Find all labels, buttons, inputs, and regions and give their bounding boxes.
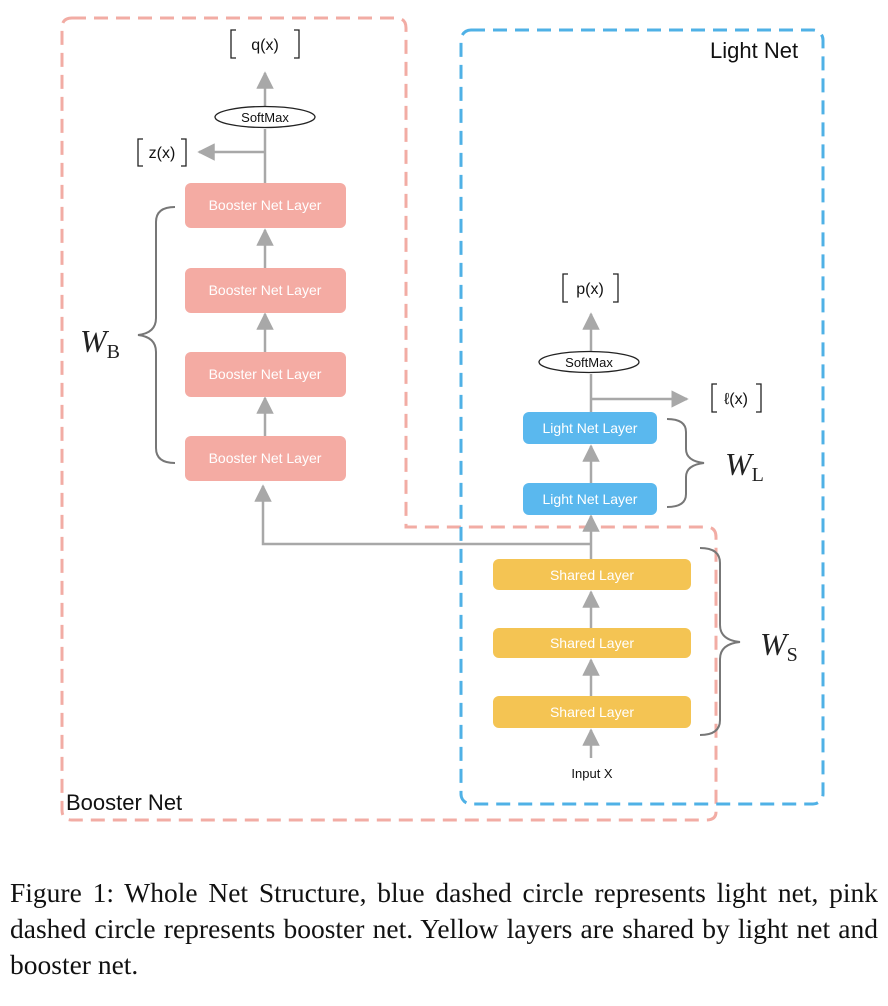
booster-layer: Booster Net Layer: [185, 436, 346, 481]
p-output: p(x): [562, 273, 619, 303]
light-layer-label: Light Net Layer: [543, 420, 638, 436]
booster-layer: Booster Net Layer: [185, 352, 346, 397]
q-output-text: q(x): [251, 37, 279, 54]
weight-symbol: W: [760, 626, 790, 662]
booster-layer-label: Booster Net Layer: [209, 197, 322, 213]
shared-weight-label: WS: [760, 626, 798, 666]
q-output: q(x): [230, 29, 300, 59]
light-weight-label: WL: [725, 446, 764, 486]
booster-softmax-text: SoftMax: [241, 110, 289, 125]
light-weight-brace: [666, 418, 705, 508]
light-net-region: [459, 28, 825, 806]
shared-layer-label: Shared Layer: [550, 567, 634, 583]
booster-softmax: SoftMax: [214, 105, 316, 129]
z-output-text: z(x): [149, 145, 176, 162]
shared-layer: Shared Layer: [493, 628, 691, 658]
booster-layer-label: Booster Net Layer: [209, 366, 322, 382]
booster-layer: Booster Net Layer: [185, 183, 346, 228]
light-net-label: Light Net: [710, 38, 798, 63]
net-structure-diagram: Light Net Booster Net q(x) SoftMax z(: [60, 16, 825, 822]
shared-weight-brace: [699, 547, 741, 736]
p-output-text: p(x): [576, 281, 604, 298]
weight-symbol: W: [725, 446, 755, 482]
booster-layer-label: Booster Net Layer: [209, 450, 322, 466]
shared-layer-label: Shared Layer: [550, 704, 634, 720]
booster-net-label: Booster Net: [66, 790, 182, 815]
connectors: [197, 71, 689, 758]
shared-layer: Shared Layer: [493, 696, 691, 728]
input-label: Input X: [571, 766, 613, 781]
light-layer: Light Net Layer: [523, 412, 657, 444]
light-layer-label: Light Net Layer: [543, 491, 638, 507]
l-output-text: ℓ(x): [724, 391, 748, 408]
booster-net-region: [60, 16, 718, 822]
weight-subscript: S: [787, 644, 798, 666]
weight-subscript: L: [752, 464, 764, 486]
light-layer: Light Net Layer: [523, 483, 657, 515]
weight-subscript: B: [107, 341, 120, 363]
l-output: ℓ(x): [711, 383, 762, 413]
booster-weight-brace: [137, 206, 176, 464]
shared-layer: Shared Layer: [493, 559, 691, 590]
weight-symbol: W: [80, 323, 110, 359]
booster-weight-label: WB: [80, 323, 120, 363]
booster-layer-label: Booster Net Layer: [209, 282, 322, 298]
figure-caption: Figure 1: Whole Net Structure, blue dash…: [10, 877, 878, 980]
light-softmax: SoftMax: [538, 350, 640, 374]
light-softmax-text: SoftMax: [565, 355, 613, 370]
shared-layer-label: Shared Layer: [550, 635, 634, 651]
booster-layer: Booster Net Layer: [185, 268, 346, 313]
z-output: z(x): [137, 138, 187, 167]
